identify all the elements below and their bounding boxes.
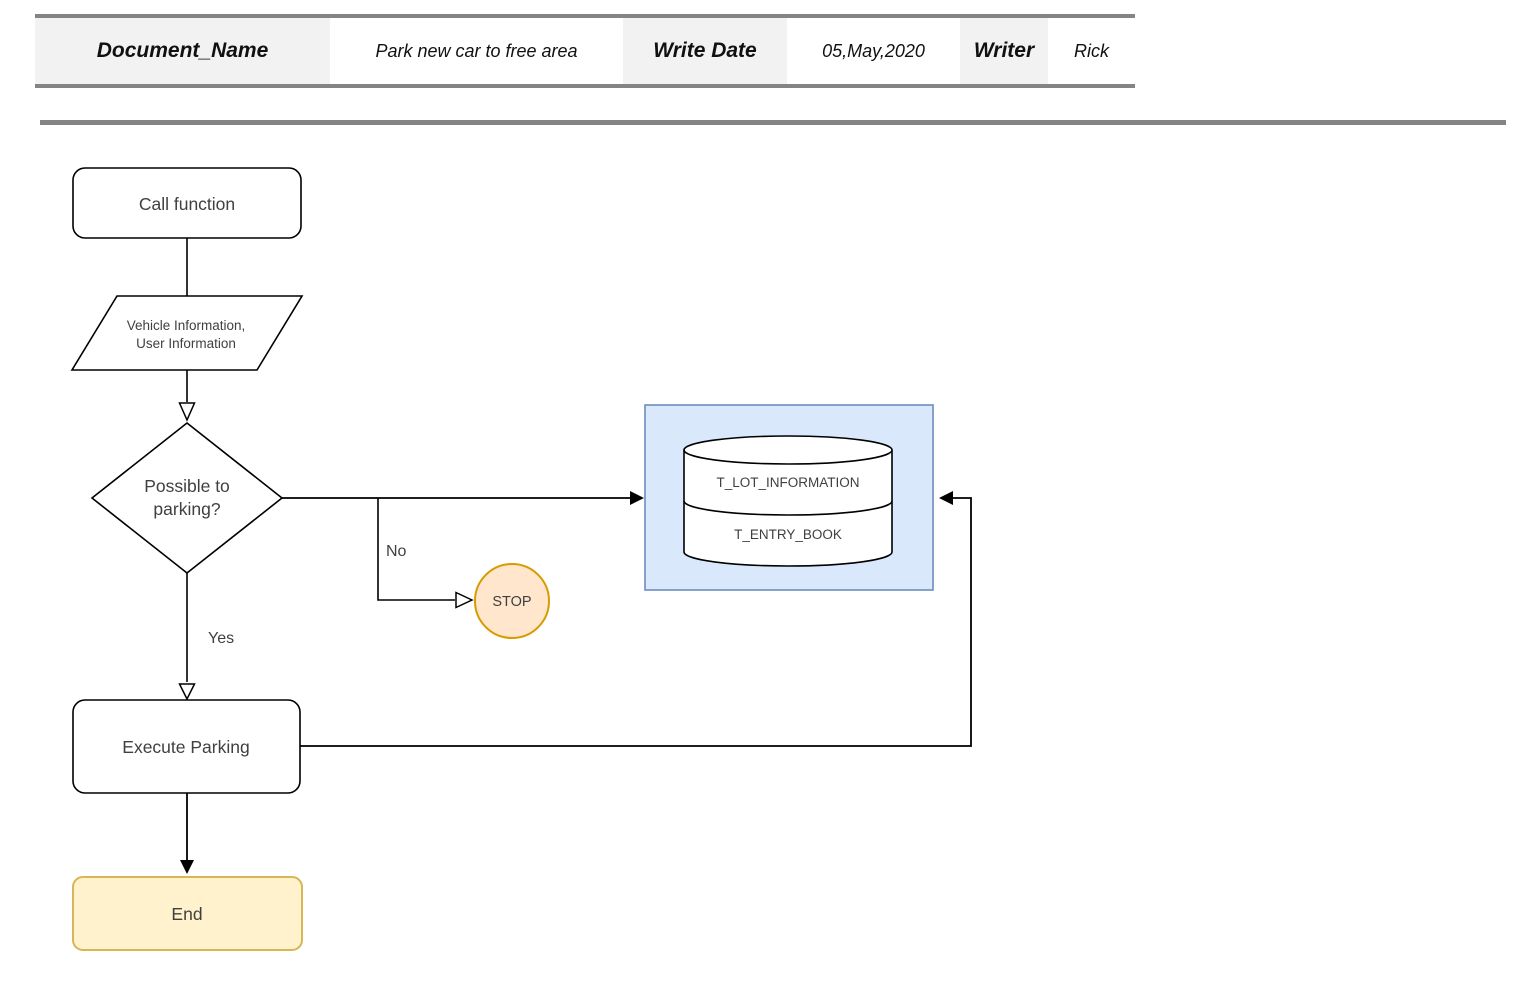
execute-parking-node — [72, 699, 301, 794]
edge-label-no: No — [386, 543, 407, 560]
database-table1-label: T_LOT_INFORMATION — [716, 475, 859, 490]
edge-execute-to-database — [300, 497, 972, 747]
open-arrowhead-icon — [178, 683, 196, 701]
edge-label-yes: Yes — [208, 630, 234, 647]
header-label-document-name: Document_Name — [35, 18, 330, 84]
header-value-writer: Rick — [1048, 18, 1135, 84]
header-value-document-name: Park new car to free area — [330, 18, 623, 84]
filled-arrowhead-icon — [630, 491, 644, 505]
decision-label-line1: Possible to — [144, 476, 230, 496]
stop-node — [474, 563, 550, 639]
open-arrowhead-icon — [455, 591, 474, 609]
decision-label-line2: parking? — [153, 499, 220, 519]
call-function-node — [72, 167, 302, 239]
input-data-label-line2: User Information — [136, 336, 236, 351]
filled-arrowhead-icon — [180, 860, 194, 874]
input-data-label-line1: Vehicle Information, — [127, 318, 246, 333]
horizontal-divider — [40, 120, 1506, 125]
edge-decision-no-to-stop — [377, 498, 455, 601]
filled-arrowhead-icon — [939, 491, 953, 505]
stop-label: STOP — [492, 594, 531, 610]
end-node — [72, 876, 303, 951]
header-value-write-date: 05,May,2020 — [787, 18, 960, 84]
header-label-writer: Writer — [960, 18, 1048, 84]
end-label: End — [171, 904, 202, 924]
document-header-table: Document_Name Park new car to free area … — [35, 14, 1135, 88]
database-table2-label: T_ENTRY_BOOK — [734, 527, 842, 542]
execute-parking-label: Execute Parking — [122, 737, 249, 757]
input-data-node — [70, 295, 304, 371]
call-function-label: Call function — [139, 194, 235, 214]
open-arrowhead-icon — [178, 402, 196, 422]
decision-node — [90, 421, 284, 575]
database-cylinder-icon — [683, 435, 893, 567]
header-label-write-date: Write Date — [623, 18, 787, 84]
